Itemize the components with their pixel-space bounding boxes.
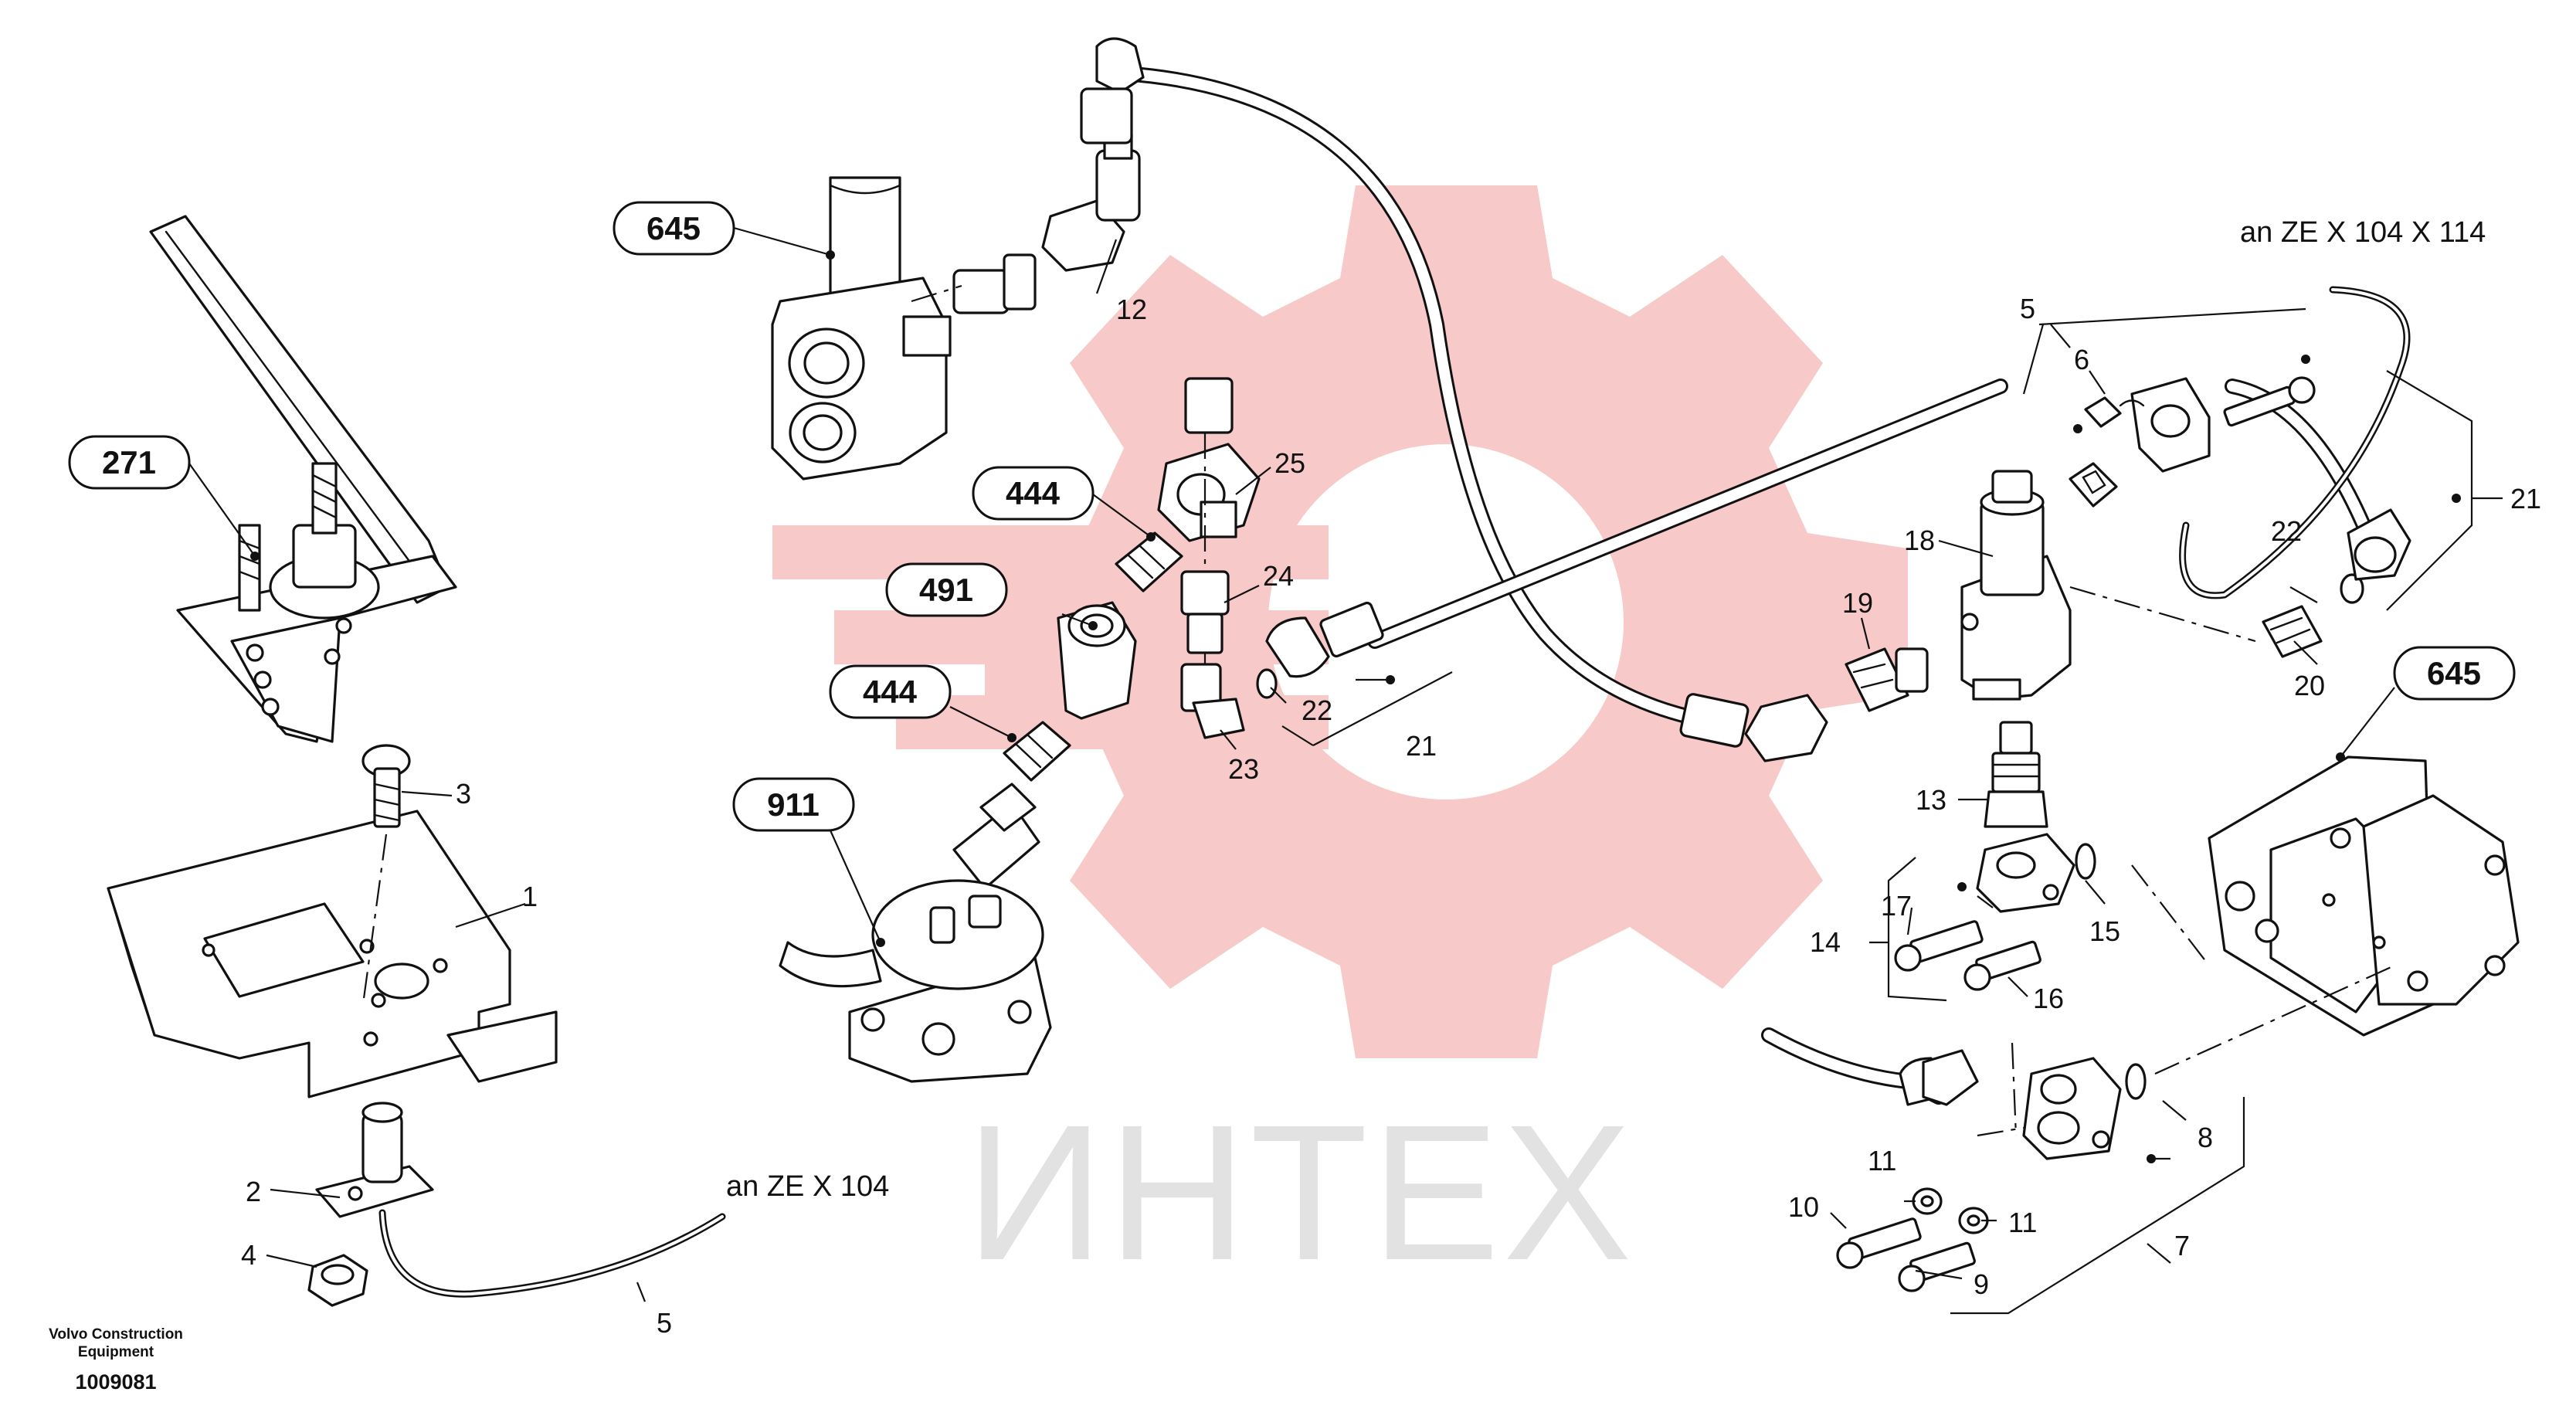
oring-8	[2125, 1063, 2147, 1100]
fitting-19	[1845, 647, 1929, 712]
screw-top-right	[2223, 376, 2316, 427]
screw-10	[1836, 1217, 1922, 1269]
washers-11	[1912, 1187, 1989, 1234]
callout-4: 4	[241, 1239, 256, 1271]
ref-271-pedal: 271	[102, 444, 156, 480]
callout-11-right: 11	[2008, 1207, 2037, 1238]
elbow-23	[1180, 663, 1245, 739]
callout-labels: 1 2 3 4 5 5 6 7 8 9 10 11 11 12 13 14 15…	[241, 293, 2541, 1339]
document-number: 1009081	[75, 1370, 156, 1394]
callout-19: 19	[1842, 587, 1873, 619]
callout-23: 23	[1228, 753, 1259, 785]
callout-21-right: 21	[2510, 483, 2541, 514]
ref-444-bottom: 444	[863, 674, 918, 710]
callout-12: 12	[1116, 294, 1147, 325]
callout-6: 6	[2074, 344, 2089, 375]
fitting-24	[1180, 570, 1230, 654]
elbow-21-right	[2347, 508, 2411, 581]
screw-3	[361, 744, 411, 828]
flange-block-14	[1976, 833, 2075, 913]
ref-645-valve: 645	[647, 210, 701, 246]
screw-9	[1898, 1241, 1976, 1292]
fitting-13	[1984, 721, 2048, 828]
callout-21-center: 21	[1406, 730, 1437, 762]
callout-2: 2	[246, 1176, 261, 1207]
callout-10: 10	[1788, 1191, 1819, 1223]
connection-notes: an ZE X 104 X 114 an ZE X 104	[726, 216, 2486, 1203]
leader-lines	[188, 226, 2503, 1315]
ref-444-top: 444	[1006, 475, 1061, 511]
valve-911	[779, 879, 1052, 1083]
callout-5-bottom: 5	[657, 1307, 672, 1339]
switch-2	[315, 1102, 434, 1218]
note-bottom: an ZE X 104	[726, 1170, 889, 1203]
callout-22-center: 22	[1302, 694, 1332, 726]
callout-8: 8	[2198, 1122, 2213, 1153]
watermark-text: ИНТЕХ	[966, 1085, 1634, 1300]
pedal-assembly	[149, 215, 457, 743]
brand-name: Volvo Construction	[49, 1326, 183, 1343]
callout-22-right: 22	[2271, 515, 2302, 547]
screw-16	[1963, 940, 2041, 991]
valve-645-top	[771, 176, 952, 480]
callout-11-left: 11	[1868, 1145, 1896, 1176]
hoses	[378, 66, 2411, 1298]
callout-1: 1	[522, 881, 538, 912]
callout-18: 18	[1904, 525, 1935, 556]
nipple-444-bottom	[1003, 721, 1071, 782]
hose-end-21	[1265, 601, 1384, 678]
footer: Volvo Construction Equipment 1009081	[49, 1326, 183, 1394]
mounting-plate	[107, 810, 558, 1098]
adapter-491	[1057, 601, 1137, 720]
ref-911: 911	[767, 786, 820, 823]
tee-fitting-25	[1157, 377, 1261, 542]
callout-16: 16	[2033, 983, 2064, 1014]
fitting-12	[952, 134, 1141, 314]
connector-plug	[2130, 377, 2211, 473]
pin-6	[2084, 396, 2145, 428]
oring-15	[2075, 843, 2096, 880]
flange-7	[2022, 1057, 2122, 1160]
coupling	[952, 783, 1040, 890]
callout-17: 17	[1881, 890, 1912, 922]
oring-22-right	[2340, 573, 2364, 604]
hose-end-right	[1679, 693, 1828, 762]
pump-645	[2208, 755, 2520, 1037]
fitting-20	[2262, 605, 2323, 658]
callout-7: 7	[2174, 1230, 2190, 1261]
ref-491: 491	[919, 572, 973, 608]
nut-4	[307, 1254, 368, 1307]
solenoid-valve-18	[1960, 470, 2072, 701]
oring-22-left	[1256, 668, 1278, 699]
elbow-fitting-top	[1080, 37, 1145, 144]
callout-14: 14	[1810, 926, 1841, 958]
callout-25: 25	[1274, 447, 1305, 479]
callout-13: 13	[1916, 784, 1946, 816]
seal-square	[2069, 462, 2118, 508]
callout-20: 20	[2294, 670, 2325, 701]
screw-17	[1894, 920, 1984, 972]
callout-9: 9	[1974, 1268, 1989, 1300]
callout-5-top: 5	[2020, 293, 2035, 324]
assembly-lines	[361, 284, 2395, 1137]
callout-3: 3	[456, 778, 471, 810]
reference-labels: 645 271 444 491 444 911 645	[68, 201, 2516, 832]
callout-15: 15	[2089, 915, 2120, 947]
ref-645-pump: 645	[2427, 655, 2481, 691]
brand-sub: Equipment	[78, 1344, 154, 1360]
callout-24: 24	[1263, 560, 1294, 592]
note-top-right: an ZE X 104 X 114	[2240, 216, 2486, 249]
nipple-444-top	[1115, 531, 1183, 592]
hose-end-7	[1899, 1049, 1979, 1106]
